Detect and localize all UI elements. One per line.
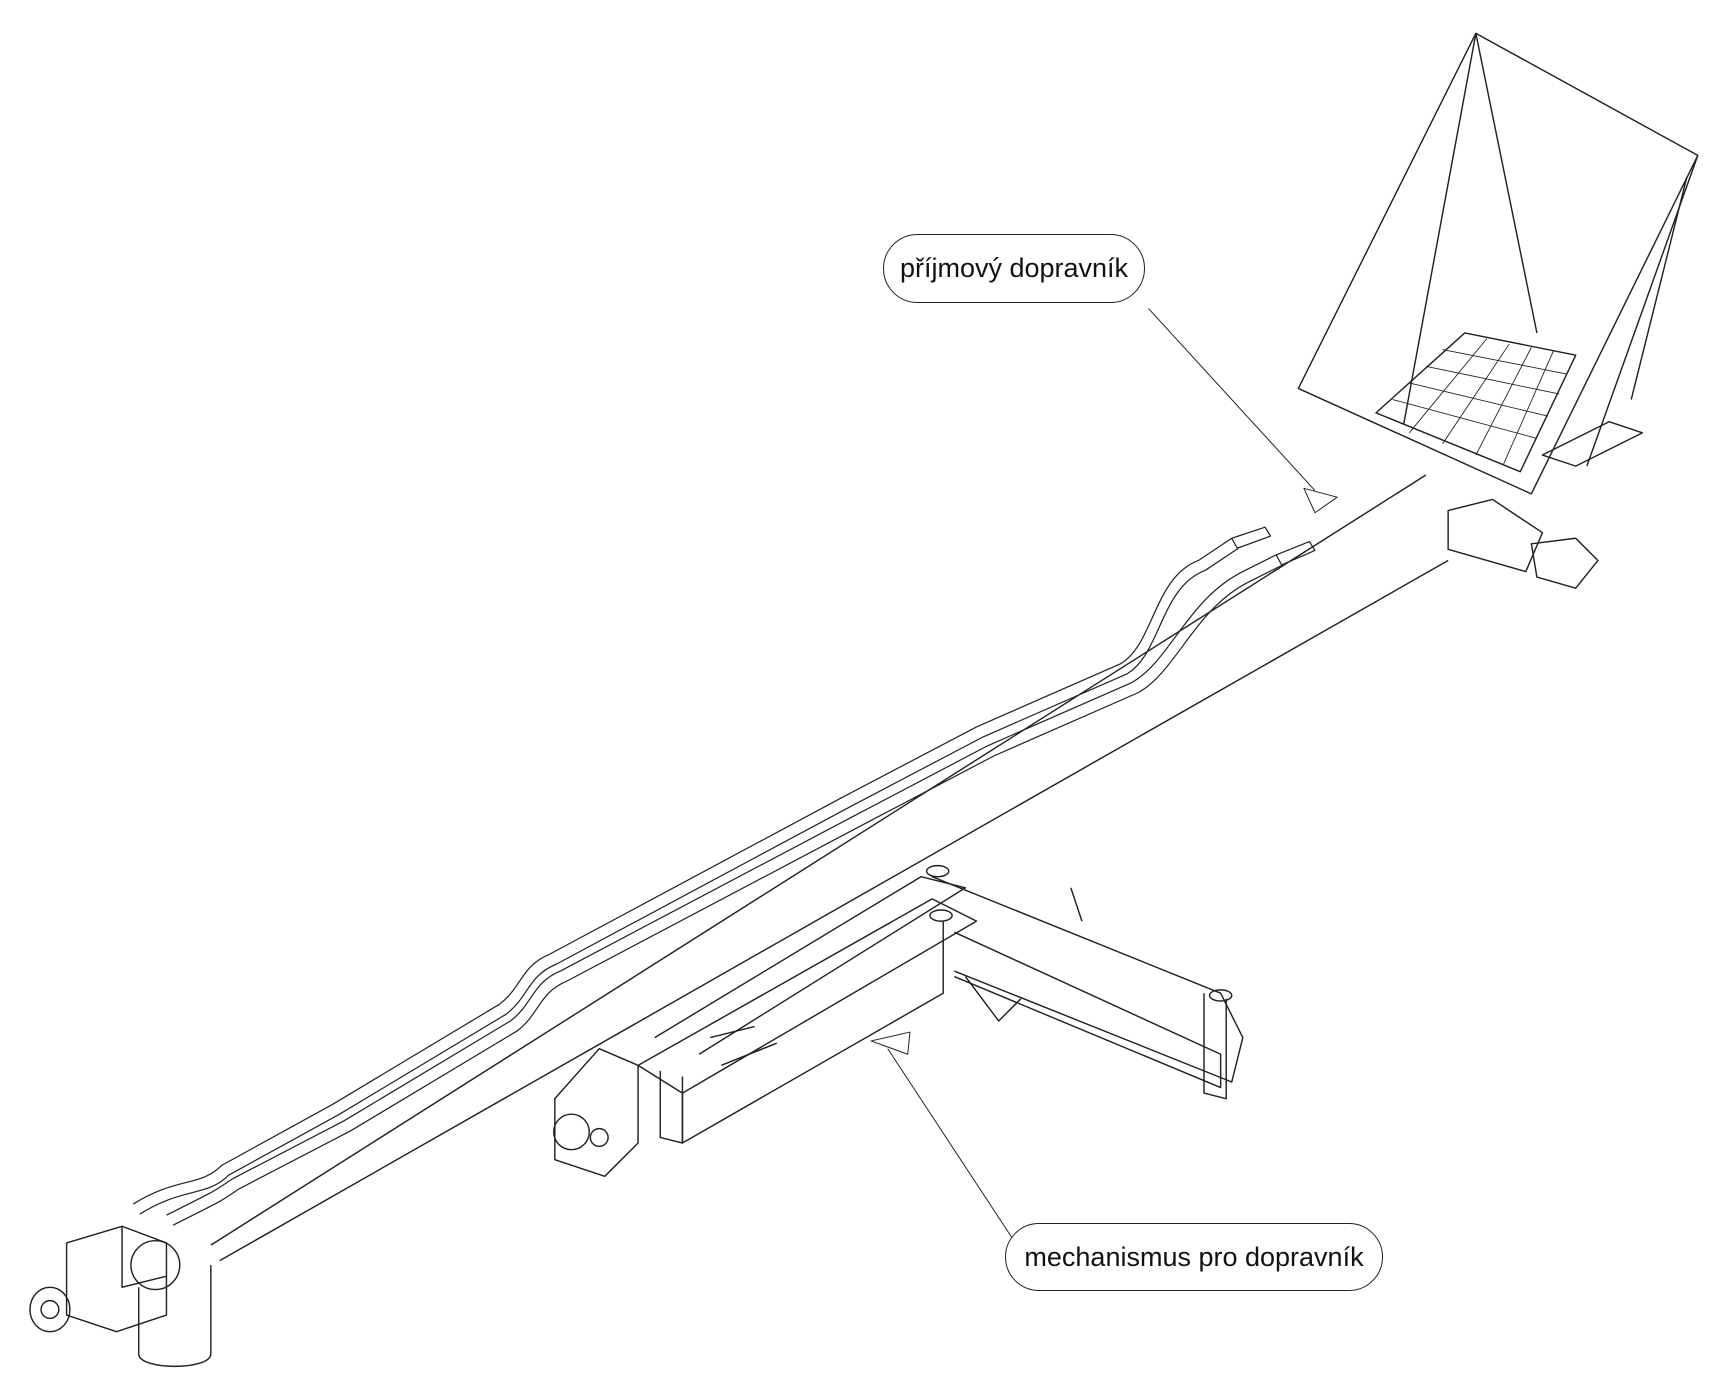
- leader-lines: [870, 308, 1338, 1244]
- callout-intake-conveyor: příjmový dopravník: [883, 234, 1145, 303]
- hydraulic-hoses: [132, 526, 1316, 1226]
- conveyor-tube: [210, 474, 1449, 1262]
- callout-conveyor-mechanism: mechanismus pro dopravník: [1005, 1223, 1383, 1291]
- callout-label: mechanismus pro dopravník: [1024, 1241, 1364, 1272]
- drive-motor: [29, 1225, 212, 1367]
- callout-label: příjmový dopravník: [899, 253, 1129, 283]
- conveyor-mechanism: [553, 864, 1244, 1178]
- intake-hopper: [1297, 32, 1699, 589]
